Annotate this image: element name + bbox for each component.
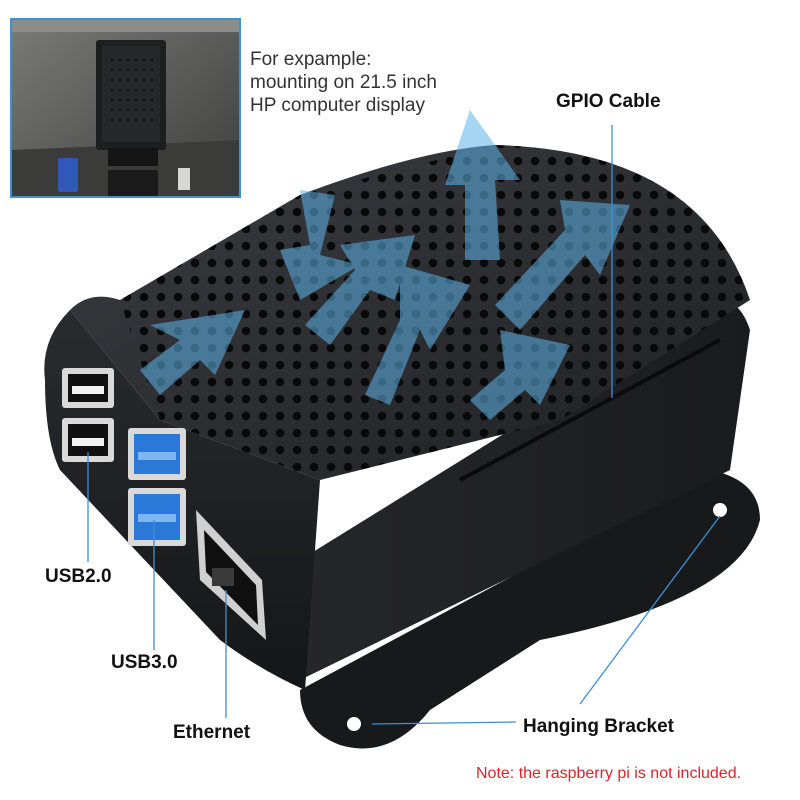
usb2-ports <box>62 368 114 462</box>
usb3-ports <box>128 428 186 546</box>
gpio-cable-label: GPIO Cable <box>556 91 661 112</box>
monitor-back-illustration <box>12 20 239 196</box>
mounting-caption: For expample: mounting on 21.5 inch HP c… <box>250 48 490 117</box>
bracket-hole-left <box>347 717 361 731</box>
bracket-hole-right <box>713 503 727 517</box>
disclaimer-note: Note: the raspberry pi is not included. <box>476 765 742 782</box>
caption-line: For expample: <box>250 49 372 70</box>
usb3-label: USB3.0 <box>111 652 178 673</box>
ethernet-label: Ethernet <box>173 722 251 743</box>
mounting-example-photo <box>10 18 241 198</box>
callout-lines <box>87 125 721 725</box>
ethernet-port <box>196 510 266 640</box>
hanging-bracket-label: Hanging Bracket <box>523 716 674 737</box>
case-side <box>300 300 750 680</box>
airflow-arrows <box>140 110 630 420</box>
caption-line: mounting on 21.5 inch <box>250 72 437 93</box>
usb2-label: USB2.0 <box>45 566 112 587</box>
caption-line: HP computer display <box>250 95 425 116</box>
hanging-bracket <box>300 470 760 749</box>
